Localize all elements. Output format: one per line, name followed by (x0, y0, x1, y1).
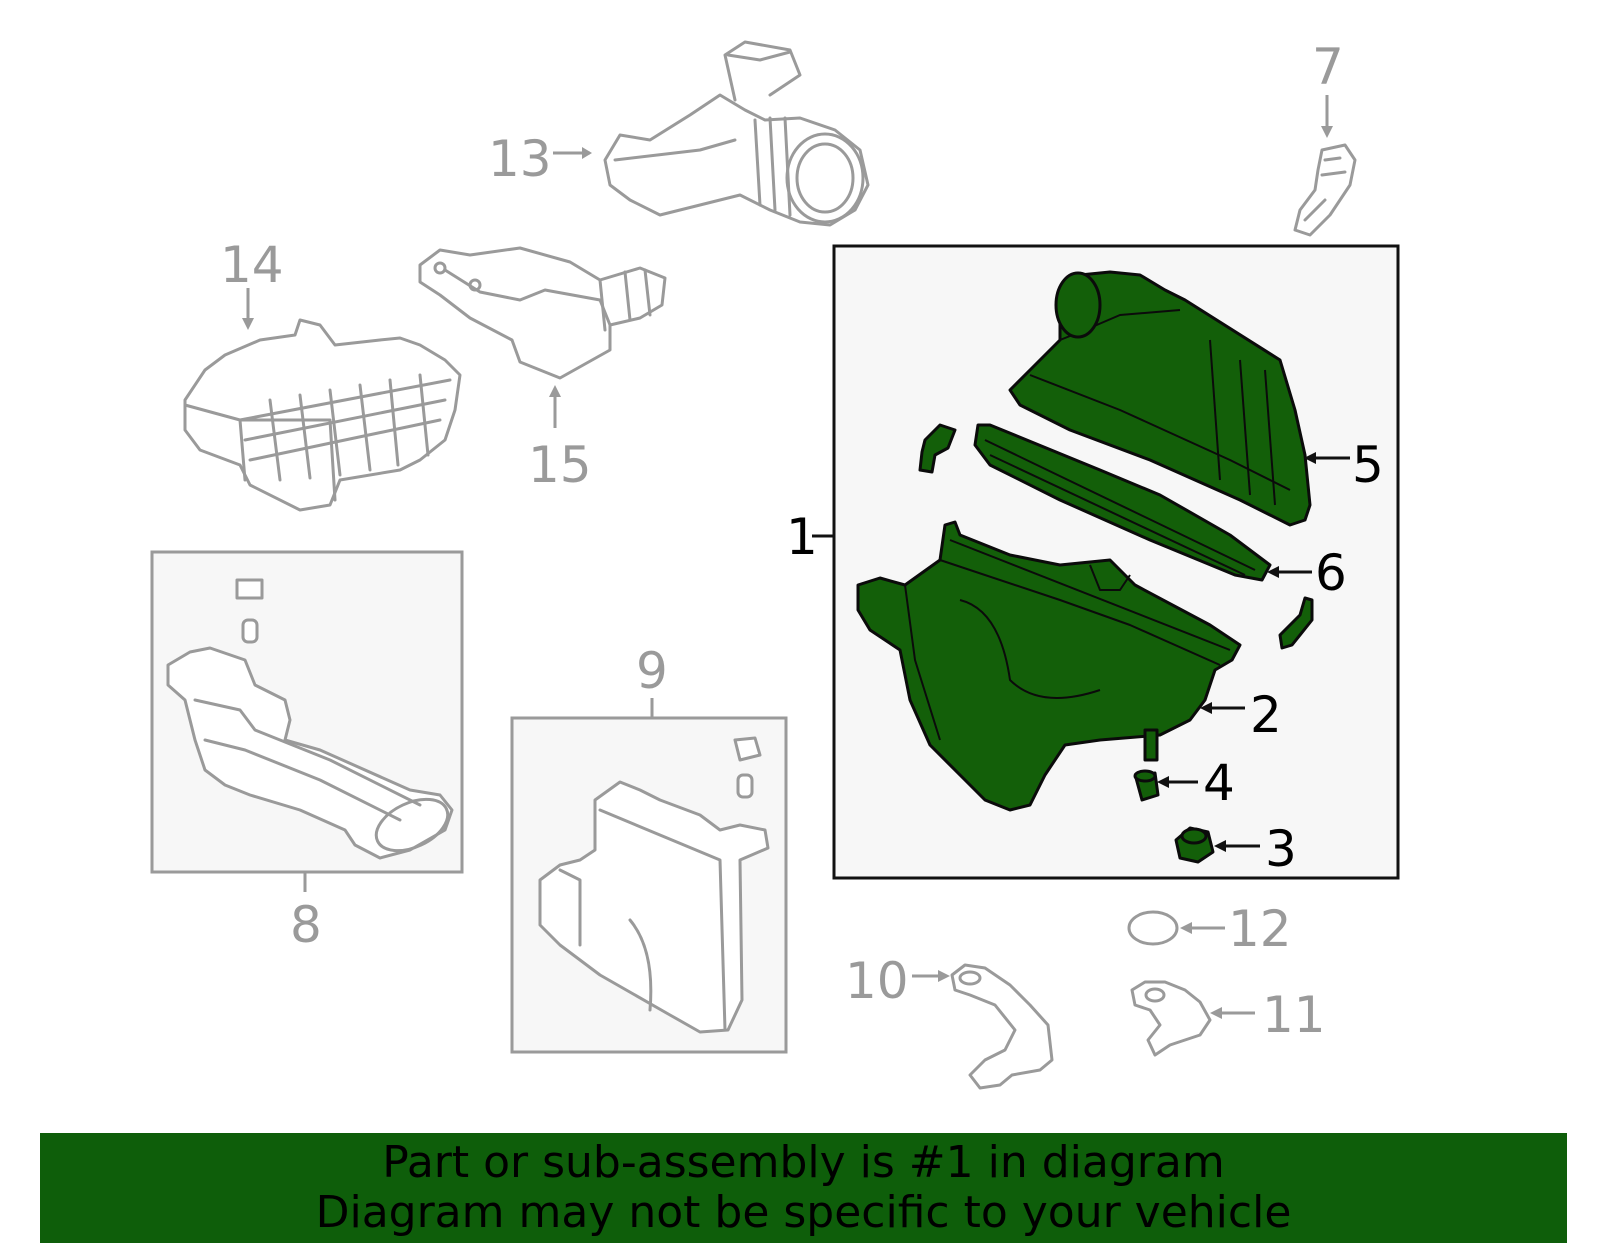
part-9-air-box[interactable] (538, 736, 770, 1034)
part-11-bracket[interactable] (1130, 980, 1212, 1057)
clip-left[interactable] (918, 423, 957, 474)
callout-12[interactable]: 12 (1228, 900, 1292, 958)
part-7-bracket[interactable] (1293, 143, 1357, 237)
part-10-bracket[interactable] (950, 963, 1054, 1090)
info-banner: Part or sub-assembly is #1 in diagram Di… (40, 1133, 1567, 1243)
part-6-filter[interactable] (973, 423, 1272, 582)
callout-4[interactable]: 4 (1203, 754, 1235, 812)
arrowhead-14 (242, 318, 254, 330)
part-2-lower-case[interactable] (856, 520, 1242, 812)
arrowhead-3 (1214, 840, 1226, 852)
clip-right[interactable] (1278, 596, 1314, 650)
callout-7[interactable]: 7 (1312, 38, 1344, 96)
callout-15[interactable]: 15 (528, 436, 592, 494)
banner-line-1: Part or sub-assembly is #1 in diagram (382, 1137, 1225, 1188)
arrowhead-10 (938, 970, 950, 982)
callout-8[interactable]: 8 (290, 896, 322, 954)
callout-2[interactable]: 2 (1250, 686, 1282, 744)
callout-10[interactable]: 10 (845, 952, 909, 1010)
arrowhead-7 (1321, 126, 1333, 138)
arrowhead-12 (1180, 922, 1192, 934)
callout-1[interactable]: 1 (786, 508, 818, 566)
part-5-upper-cover[interactable] (1008, 270, 1312, 527)
arrowhead-4 (1157, 776, 1169, 788)
callout-3[interactable]: 3 (1265, 820, 1297, 878)
part-3-grommet[interactable] (1174, 826, 1215, 864)
arrowhead-2 (1200, 702, 1212, 714)
callout-13[interactable]: 13 (488, 130, 552, 188)
banner-line-2: Diagram may not be specific to your vehi… (315, 1187, 1292, 1238)
part-13-intake-duct[interactable] (603, 40, 870, 227)
arrowhead-13 (582, 147, 592, 159)
arrowhead-11 (1210, 1007, 1222, 1019)
callout-5[interactable]: 5 (1352, 436, 1384, 494)
part-4-grommet[interactable] (1133, 769, 1160, 802)
arrowhead-5 (1304, 452, 1316, 464)
callout-14[interactable]: 14 (220, 236, 284, 294)
arrowhead-6 (1267, 566, 1279, 578)
callout-9[interactable]: 9 (636, 642, 668, 700)
part-8-inlet-duct[interactable] (166, 578, 456, 861)
arrowhead-15 (549, 385, 561, 397)
part-14-resonator[interactable] (183, 318, 462, 512)
part-15-cover[interactable] (418, 246, 667, 380)
callout-6[interactable]: 6 (1315, 544, 1347, 602)
part-12-gasket[interactable] (1127, 910, 1179, 946)
callout-11[interactable]: 11 (1262, 986, 1326, 1044)
